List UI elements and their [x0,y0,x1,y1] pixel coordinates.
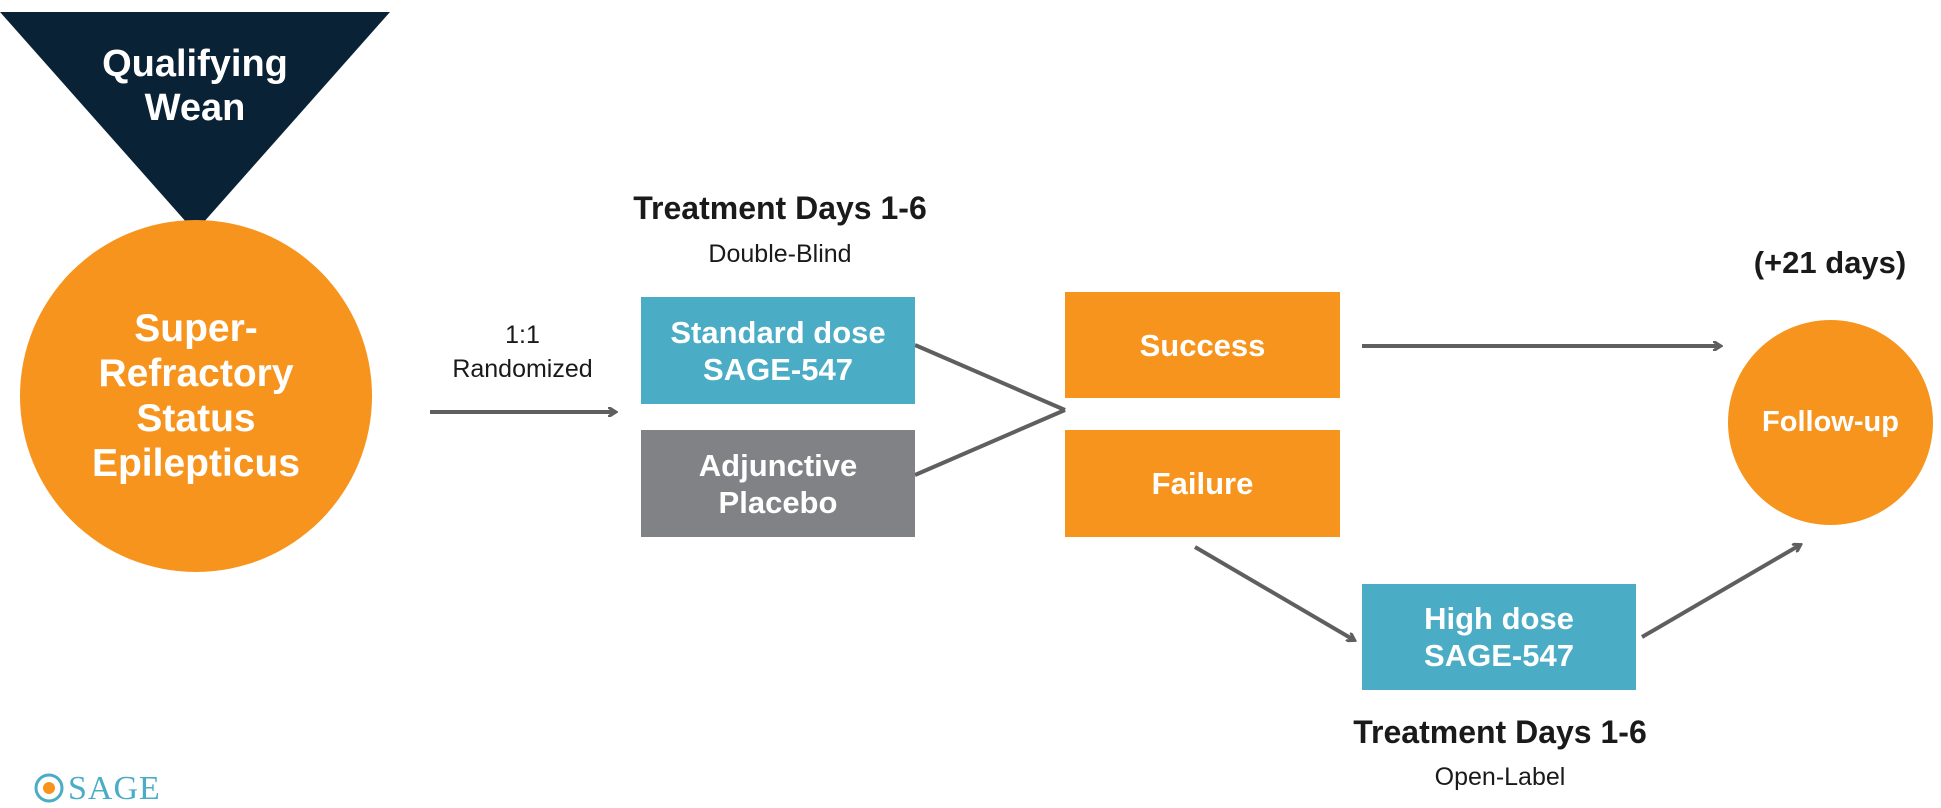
standard-dose-box: Standard dose SAGE-547 [641,297,915,404]
open-label-title: Treatment Days 1-6 [1353,714,1647,750]
line-placebo-to-merge [914,408,1066,477]
followup-circle: Follow-up [1728,320,1933,525]
double-blind-subtitle: Double-Blind [708,240,852,268]
open-label-subtitle: Open-Label [1434,763,1566,791]
randomized-label: 1:1 Randomized [452,321,593,383]
start-circle: Super- Refractory Status Epilepticus [20,220,372,572]
sage-logo-text: SAGE [68,770,161,807]
failure-box: Failure [1065,430,1340,537]
line-standard-to-merge [914,343,1066,412]
arrow-failure-to-highdose [1193,545,1354,640]
qualifying-wean-triangle [0,12,390,232]
sage-logo-icon [34,773,64,803]
followup-duration: (+21 days) [1753,245,1907,280]
success-box: Success [1065,292,1340,398]
arrow-highdose-to-followup [1640,545,1800,639]
double-blind-title: Treatment Days 1-6 [633,190,927,226]
qualifying-wean-label: Qualifying Wean [102,43,288,129]
connector-lines [430,0,1941,791]
high-dose-box: High dose SAGE-547 [1362,584,1636,690]
placebo-box: Adjunctive Placebo [641,430,915,537]
